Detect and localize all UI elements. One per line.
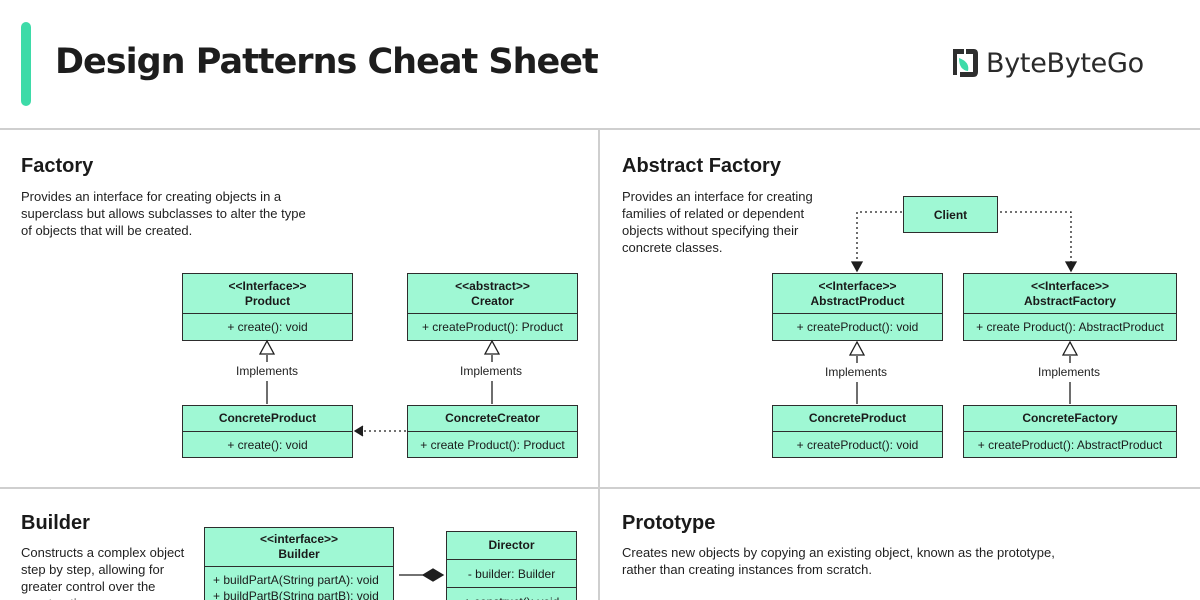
builder-name: Builder: [278, 547, 320, 561]
abstract-factory-name: AbstractFactory: [1023, 293, 1117, 308]
concrete-creator-box: ConcreteCreator + create Product(): Prod…: [407, 405, 578, 458]
page-title: Design Patterns Cheat Sheet: [55, 42, 599, 82]
concrete-product-box: ConcreteProduct + create(): void: [182, 405, 353, 458]
abstract-factory-title: Abstract Factory: [622, 155, 781, 177]
builder-stereotype: <<interface>>: [259, 532, 339, 546]
abstract-product-method: + createProduct(): void: [796, 320, 919, 334]
creator-method: + createProduct(): Product: [421, 320, 564, 334]
director-field: - builder: Builder: [447, 560, 576, 588]
af-implements-arrowhead-product: [848, 340, 866, 356]
factory-description: Provides an interface for creating objec…: [21, 189, 306, 238]
prototype-description: Creates new objects by copying an existi…: [622, 545, 1055, 577]
client-name: Client: [933, 207, 968, 222]
product-stereotype: <<Interface>>: [228, 278, 307, 293]
abstract-factory-method: + create Product(): AbstractProduct: [976, 320, 1164, 334]
builder-interface-box: <<interface>> Builder + buildPartA(Strin…: [204, 527, 394, 600]
concrete-factory-method: + createProduct(): AbstractProduct: [977, 437, 1163, 452]
abstract-product-stereotype: <<Interface>>: [818, 278, 897, 293]
column-divider: [598, 129, 600, 600]
header-divider: [0, 128, 1200, 130]
brand: ByteByteGo: [950, 45, 1144, 81]
accent-bar: [21, 22, 31, 106]
product-name: Product: [244, 293, 291, 308]
abstract-factory-box: <<Interface>> AbstractFactory + create P…: [963, 273, 1177, 341]
af-concrete-product-box: ConcreteProduct + createProduct(): void: [772, 405, 943, 458]
client-to-factory-arrowhead: [1064, 261, 1078, 273]
builder-title: Builder: [21, 512, 90, 534]
builder-method-b: + buildPartB(String partB): void: [213, 589, 379, 600]
creator-stereotype: <<abstract>>: [455, 278, 530, 293]
af-concrete-product-name: ConcreteProduct: [808, 411, 907, 425]
implements-arrowhead-product: [258, 339, 276, 355]
creator-name: Creator: [471, 293, 514, 308]
abstract-factory-stereotype: <<Interface>>: [1030, 278, 1110, 293]
prototype-title: Prototype: [622, 512, 716, 534]
director-name: Director: [488, 538, 535, 552]
client-to-product-arrowhead: [850, 261, 864, 273]
factory-title: Factory: [21, 155, 94, 177]
abstract-product-name: AbstractProduct: [810, 293, 905, 308]
product-interface-box: <<Interface>> Product + create(): void: [182, 273, 353, 341]
creator-abstract-box: <<abstract>> Creator + createProduct(): …: [407, 273, 578, 341]
row-divider: [0, 487, 1200, 489]
concrete-creator-name: ConcreteCreator: [445, 411, 540, 425]
concrete-factory-box: ConcreteFactory + createProduct(): Abstr…: [963, 405, 1177, 458]
af-implements-label-product: Implements: [825, 365, 888, 379]
af-implements-arrowhead-factory: [1061, 340, 1079, 356]
brand-name: ByteByteGo: [986, 47, 1144, 79]
concrete-product-method: + create(): void: [227, 437, 308, 452]
af-concrete-product-method: + createProduct(): void: [796, 437, 919, 452]
builder-method-a: + buildPartA(String partA): void: [213, 573, 379, 587]
concrete-product-name: ConcreteProduct: [218, 411, 317, 425]
product-method: + create(): void: [227, 320, 308, 334]
af-implements-label-factory: Implements: [1038, 365, 1101, 379]
concrete-factory-name: ConcreteFactory: [1022, 411, 1118, 425]
implements-arrowhead-creator: [483, 339, 501, 355]
abstract-factory-description: Provides an interface for creating famil…: [622, 189, 813, 255]
builder-description: Constructs a complex object step by step…: [21, 545, 185, 600]
client-box: Client: [903, 196, 998, 233]
client-to-factory-line: [1000, 211, 1072, 262]
factory-implements-label-creator: Implements: [460, 364, 523, 378]
client-to-product-line: [856, 211, 902, 262]
bytebytego-logo-icon: [953, 49, 978, 77]
concrete-creator-method: + create Product(): Product: [420, 437, 565, 452]
factory-implements-label-product: Implements: [236, 364, 299, 378]
creates-arrowhead: [353, 425, 364, 437]
aggregation-diamond-icon: [421, 568, 445, 582]
director-method: + construct(): void: [447, 588, 576, 600]
abstract-product-box: <<Interface>> AbstractProduct + createPr…: [772, 273, 943, 341]
director-box: Director - builder: Builder + construct(…: [446, 531, 577, 600]
